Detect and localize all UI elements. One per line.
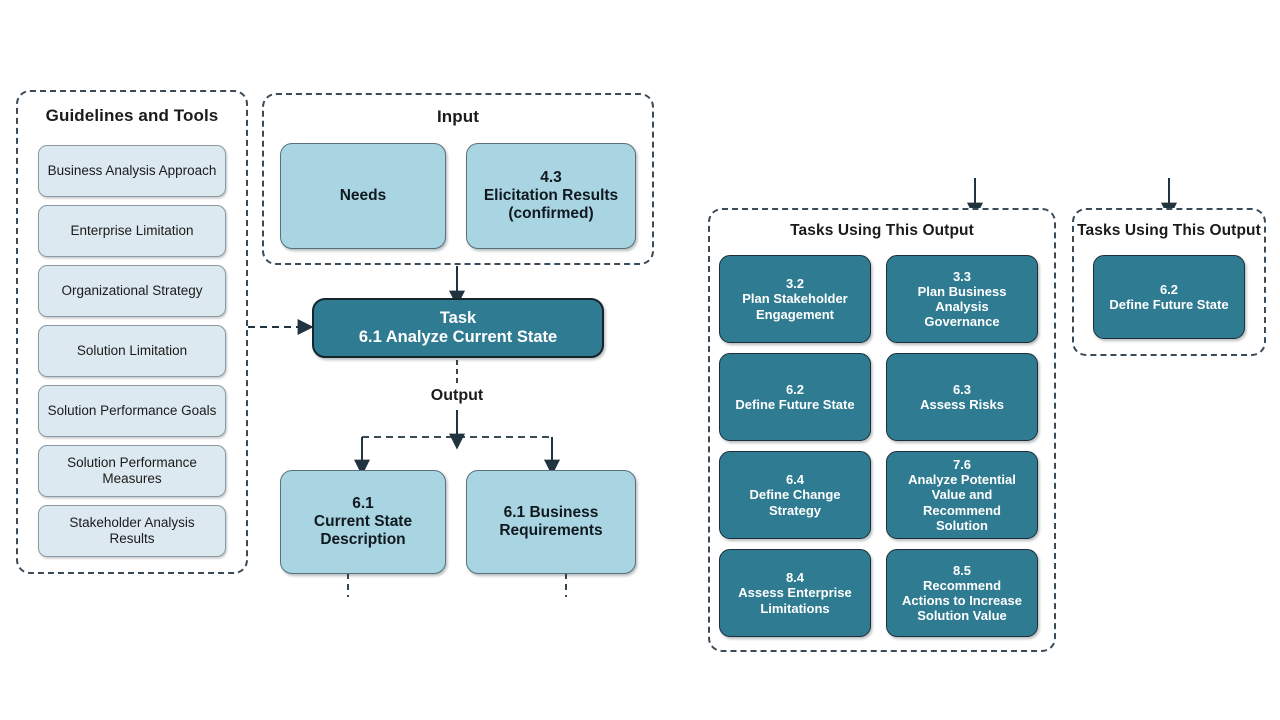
guidelines-item-solution-performance-measures[interactable]: Solution Performance Measures [38,445,226,497]
output-item-label: 6.1 Business Requirements [499,503,603,539]
guidelines-item-enterprise-limitation[interactable]: Enterprise Limitation [38,205,226,257]
tasks-left-item-7-6[interactable]: 7.6 Analyze Potential Value and Recommen… [886,451,1038,539]
tasks-left-item-3-3[interactable]: 3.3 Plan Business Analysis Governance [886,255,1038,343]
input-item-elicitation-results[interactable]: 4.3 Elicitation Results (confirmed) [466,143,636,249]
tasks-left-item-label: 3.2 Plan Stakeholder Engagement [742,276,848,322]
task-box-label: Task 6.1 Analyze Current State [358,308,558,346]
output-item-business-requirements[interactable]: 6.1 Business Requirements [466,470,636,574]
tasks-left-item-8-5[interactable]: 8.5 Recommend Actions to Increase Soluti… [886,549,1038,637]
guidelines-item-label: Solution Limitation [76,343,188,359]
tasks-left-item-6-2[interactable]: 6.2 Define Future State [719,353,871,441]
tasks-left-item-3-2[interactable]: 3.2 Plan Stakeholder Engagement [719,255,871,343]
guidelines-item-label: Solution Performance Measures [67,455,197,486]
tasks-left-item-label: 6.2 Define Future State [735,381,855,412]
guidelines-item-solution-limitation[interactable]: Solution Limitation [38,325,226,377]
input-item-label: Needs [339,186,387,204]
tasks-left-item-6-4[interactable]: 6.4 Define Change Strategy [719,451,871,539]
output-item-label: 6.1 Current State Description [313,494,413,549]
guidelines-item-solution-performance-goals[interactable]: Solution Performance Goals [38,385,226,437]
guidelines-panel-title: Guidelines and Tools [45,106,219,125]
tasks-left-item-label: 6.3 Assess Risks [920,381,1004,412]
output-label: Output [430,387,484,404]
tasks-left-item-label: 8.4 Assess Enterprise Limitations [738,570,852,616]
tasks-right-item-label: 6.2 Define Future State [1109,281,1229,312]
guidelines-item-business-analysis-approach[interactable]: Business Analysis Approach [38,145,226,197]
input-item-label: 4.3 Elicitation Results (confirmed) [483,168,619,223]
guidelines-item-label: Stakeholder Analysis Results [69,515,195,546]
tasks-left-item-6-3[interactable]: 6.3 Assess Risks [886,353,1038,441]
input-item-needs[interactable]: Needs [280,143,446,249]
tasks-left-panel-title: Tasks Using This Output [790,222,974,239]
guidelines-item-label: Solution Performance Goals [47,403,217,419]
tasks-left-item-label: 6.4 Define Change Strategy [749,472,841,518]
tasks-right-item-6-2[interactable]: 6.2 Define Future State [1093,255,1245,339]
tasks-left-item-8-4[interactable]: 8.4 Assess Enterprise Limitations [719,549,871,637]
output-item-current-state-description[interactable]: 6.1 Current State Description [280,470,446,574]
tasks-left-item-label: 7.6 Analyze Potential Value and Recommen… [908,456,1016,533]
input-panel-title: Input [436,107,480,126]
tasks-right-panel-title: Tasks Using This Output [1077,222,1261,239]
guidelines-item-label: Enterprise Limitation [70,223,194,239]
tasks-left-item-label: 8.5 Recommend Actions to Increase Soluti… [902,562,1022,624]
guidelines-item-organizational-strategy[interactable]: Organizational Strategy [38,265,226,317]
guidelines-item-stakeholder-analysis-results[interactable]: Stakeholder Analysis Results [38,505,226,557]
tasks-left-item-label: 3.3 Plan Business Analysis Governance [917,268,1007,330]
guidelines-item-label: Organizational Strategy [61,283,203,299]
guidelines-item-label: Business Analysis Approach [47,163,217,179]
task-box-analyze-current-state[interactable]: Task 6.1 Analyze Current State [312,298,604,358]
